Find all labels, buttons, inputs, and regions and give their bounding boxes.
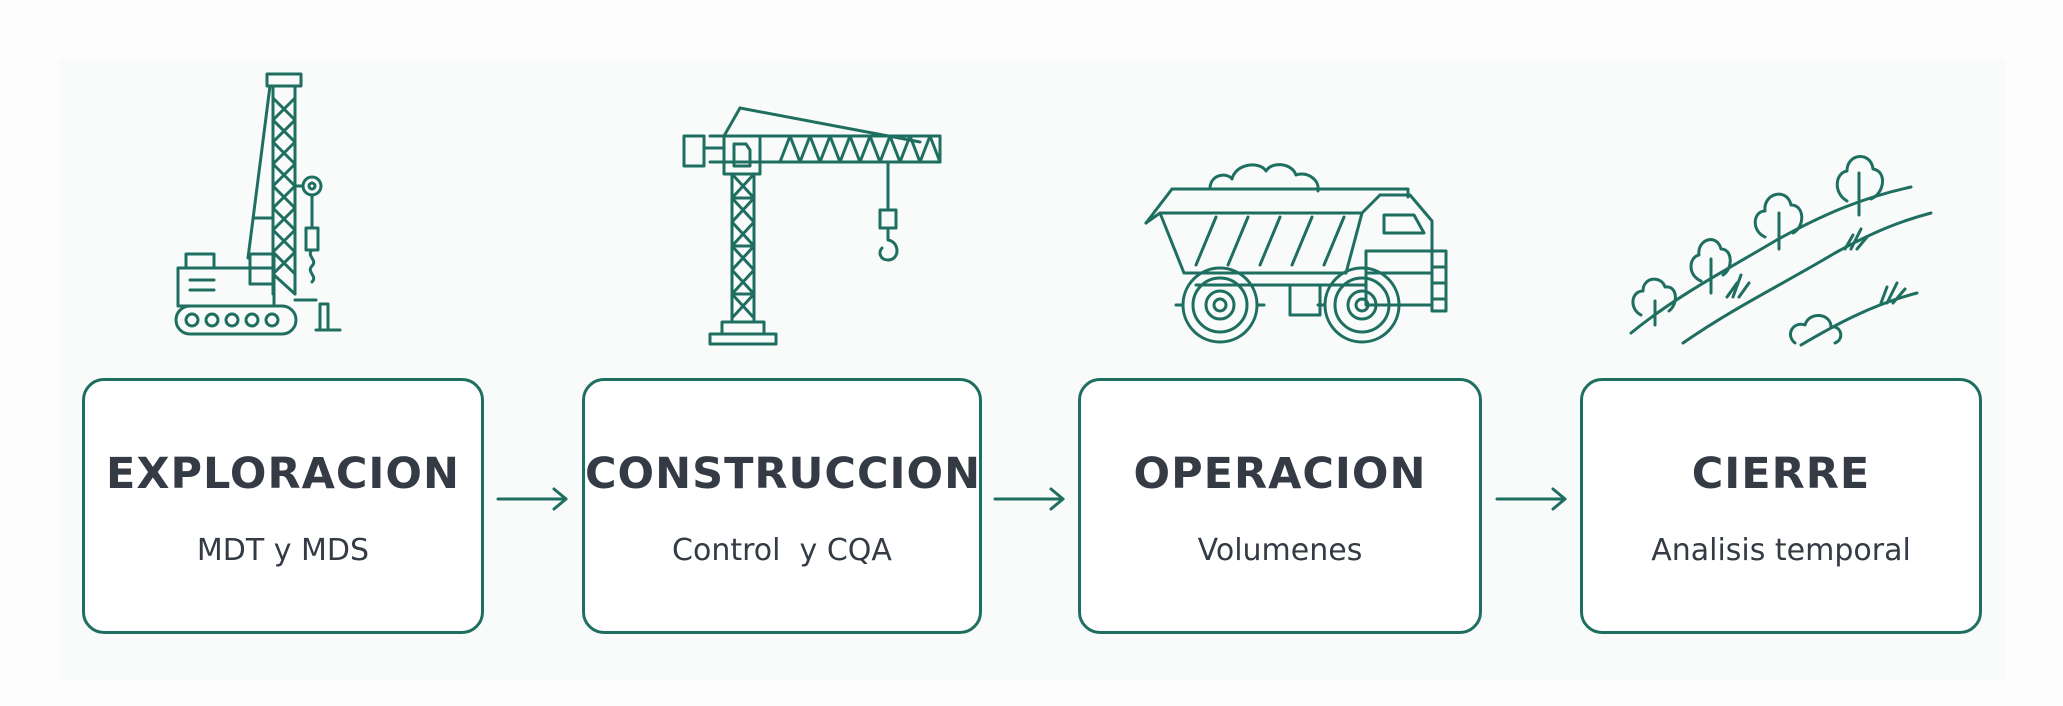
stage-subtitle: Analisis temporal <box>1651 533 1911 568</box>
haul-truck-icon <box>1144 163 1448 344</box>
stage-construccion: CONSTRUCCION Control y CQA <box>582 378 982 634</box>
stage-title: OPERACION <box>1133 449 1427 499</box>
tower-crane-icon <box>682 106 942 346</box>
revegetated-hillside-icon <box>1629 155 1933 347</box>
arrow-right-icon <box>1495 487 1567 511</box>
stage-subtitle: MDT y MDS <box>196 533 370 568</box>
arrow-right-icon <box>993 487 1065 511</box>
stage-title: CONSTRUCCION <box>585 449 982 499</box>
stage-subtitle: Control y CQA <box>672 533 892 568</box>
stage-cierre: CIERRE Analisis temporal <box>1580 378 1982 634</box>
stage-title: CIERRE <box>1691 449 1871 499</box>
stage-title: EXPLORACION <box>106 449 460 499</box>
arrow-right-icon <box>496 487 568 511</box>
stage-exploracion: EXPLORACION MDT y MDS <box>82 378 484 634</box>
drilling-rig-icon <box>174 72 342 336</box>
stage-operacion: OPERACION Volumenes <box>1078 378 1482 634</box>
stage-subtitle: Volumenes <box>1197 533 1363 568</box>
